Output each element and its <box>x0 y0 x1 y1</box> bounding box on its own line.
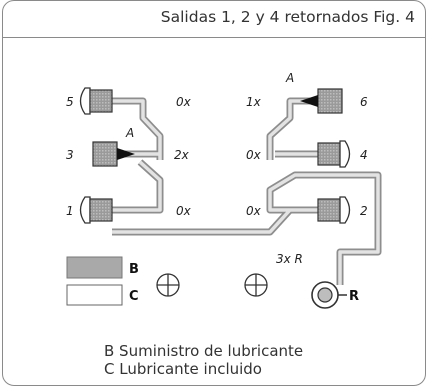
tubing <box>112 97 382 285</box>
legend-key-b: B <box>129 262 139 277</box>
port-label-1: 0x <box>176 204 192 218</box>
outlet-6 <box>300 88 343 114</box>
legend-text-c: C Lubricante incluido <box>104 360 262 378</box>
outlet-1 <box>79 196 113 224</box>
outlet-num-6: 6 <box>360 95 368 109</box>
port-label-5: 0x <box>176 95 192 109</box>
legend-swatch-c <box>66 284 123 306</box>
legend-text-b: B Suministro de lubricante <box>104 342 304 360</box>
marker-a-right: A <box>285 71 294 85</box>
return-port-label: 3x R <box>276 252 303 266</box>
port-label-6: 1x <box>246 95 262 109</box>
title-bar: Salidas 1, 2 y 4 retornados Fig. 4 <box>3 1 425 38</box>
outlet-5 <box>79 87 113 115</box>
outlet-4 <box>317 140 351 168</box>
outlet-num-1: 1 <box>66 204 74 218</box>
outlet-2 <box>317 196 351 224</box>
figure-title: Salidas 1, 2 y 4 retornados Fig. 4 <box>160 8 415 26</box>
port-label-4: 0x <box>246 148 262 162</box>
return-fitting <box>311 281 347 309</box>
outlet-3 <box>92 141 135 167</box>
outlet-num-2: 2 <box>360 204 368 218</box>
legend-caption: B Suministro de lubricante C Lubricante … <box>104 342 303 378</box>
crosshair-icon <box>156 273 180 297</box>
outlet-num-5: 5 <box>66 95 74 109</box>
figure-frame: Salidas 1, 2 y 4 retornados Fig. 4 <box>2 0 426 386</box>
outlet-num-4: 4 <box>360 148 368 162</box>
crosshair-icon <box>244 273 268 297</box>
port-label-2: 0x <box>246 204 262 218</box>
legend-swatch-b <box>66 256 123 279</box>
port-label-3: 2x <box>174 148 190 162</box>
return-label: R <box>349 289 359 304</box>
outlet-num-3: 3 <box>66 148 74 162</box>
marker-a-left: A <box>125 126 134 140</box>
legend-key-c: C <box>129 289 139 304</box>
